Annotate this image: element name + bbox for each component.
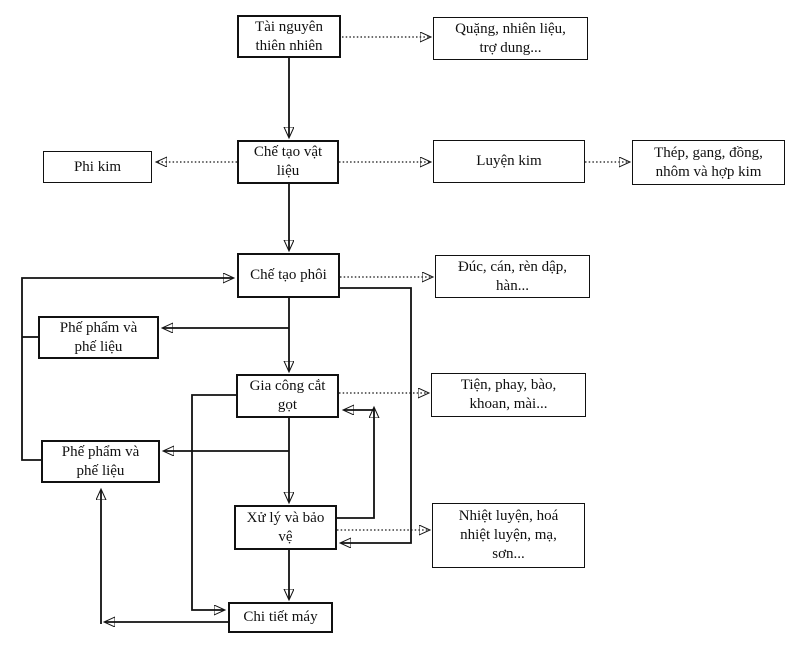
arrow-che-tao-phoi-to-xu-ly [340,287,412,543]
node-quang-nhien-lieu: Quặng, nhiên liệu, trợ dung... [433,17,588,60]
node-phe-pham-2: Phế phẩm và phế liệu [41,440,160,483]
node-chi-tiet-may: Chi tiết máy [228,602,333,633]
node-gia-cong-cat-got: Gia công cắt gọt [236,374,339,418]
node-phi-kim: Phi kim [43,151,152,183]
arrow-xu-ly-to-gia-cong-up [337,408,374,519]
node-thep-gang-dong: Thép, gang, đồng, nhôm và hợp kim [632,140,785,185]
node-xu-ly-bao-ve: Xử lý và bảo vệ [234,505,337,550]
node-luyen-kim: Luyện kim [433,140,585,183]
node-phe-pham-1: Phế phẩm và phế liệu [38,316,159,359]
arrow-gia-cong-to-chi-tiet-may [191,394,236,610]
node-tien-phay-bao: Tiện, phay, bào, khoan, mài... [431,373,586,417]
arrow-phe-pham-rail-to-che-tao-phoi [21,278,233,461]
node-duc-can-ren-dap: Đúc, cán, rèn dập, hàn... [435,255,590,298]
node-che-tao-phoi: Chế tạo phôi [237,253,340,298]
node-che-tao-vat-lieu: Chế tạo vật liệu [237,140,339,184]
node-nhiet-luyen: Nhiệt luyện, hoá nhiệt luyện, mạ, sơn... [432,503,585,568]
node-tai-nguyen-thien-nhien: Tài nguyên thiên nhiên [237,15,341,58]
